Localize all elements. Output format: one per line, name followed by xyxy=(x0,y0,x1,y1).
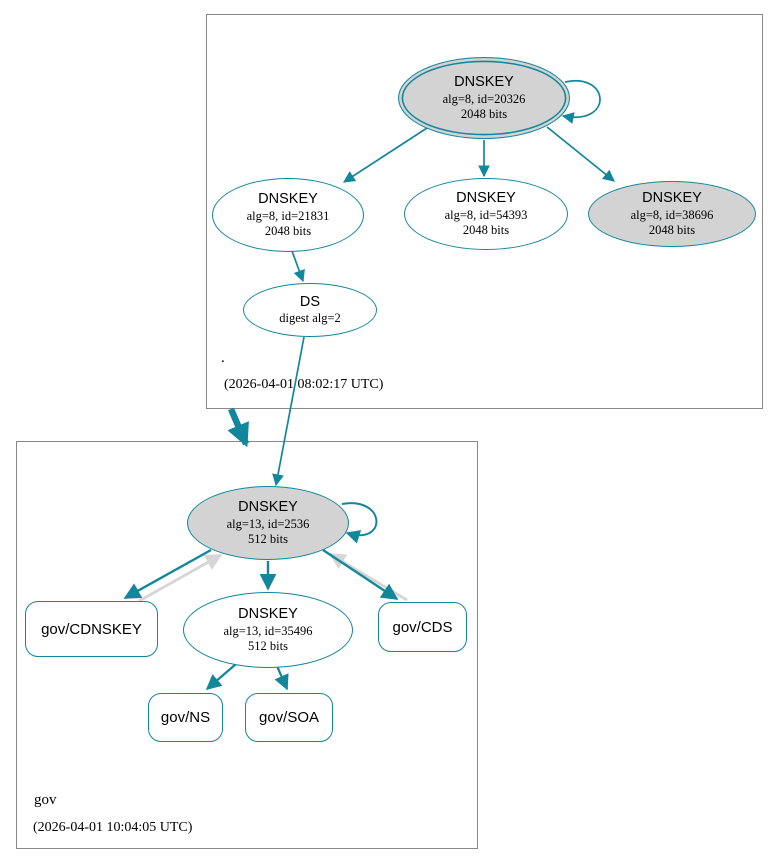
node-title: DS xyxy=(299,293,321,310)
node-detail: digest alg=2 xyxy=(279,311,341,326)
node-title: DNSKEY xyxy=(454,74,514,91)
node-gov-ns[interactable]: gov/NS xyxy=(148,693,223,742)
node-gov-zsk-35496[interactable]: DNSKEY alg=13, id=35496 512 bits xyxy=(183,592,353,668)
node-root-ds[interactable]: DS digest alg=2 xyxy=(243,283,377,337)
node-title: DNSKEY xyxy=(642,190,702,207)
node-size: 2048 bits xyxy=(462,222,510,237)
node-gov-ksk-2536[interactable]: DNSKEY alg=13, id=2536 512 bits xyxy=(187,486,349,560)
node-size: 2048 bits xyxy=(648,222,696,237)
node-title: DNSKEY xyxy=(238,499,298,516)
node-gov-cdnskey[interactable]: gov/CDNSKEY xyxy=(25,601,158,657)
node-size: 512 bits xyxy=(248,531,288,546)
rrset-label: gov/CDNSKEY xyxy=(41,620,142,638)
node-title: DNSKEY xyxy=(238,606,298,623)
node-size: 2048 bits xyxy=(460,106,508,121)
rrset-label: gov/SOA xyxy=(258,709,320,726)
node-title: DNSKEY xyxy=(456,190,516,207)
zone-name-gov: gov xyxy=(34,792,57,808)
node-detail: alg=8, id=21831 xyxy=(246,208,330,223)
edge-delegation-root-to-gov xyxy=(227,407,249,448)
rrset-label: gov/CDS xyxy=(392,618,453,636)
zone-name-root: . xyxy=(221,350,225,366)
node-root-zsk-21831[interactable]: DNSKEY alg=8, id=21831 2048 bits xyxy=(212,178,364,252)
node-title: DNSKEY xyxy=(258,191,318,208)
node-root-ksk-20326[interactable]: DNSKEY alg=8, id=20326 2048 bits xyxy=(398,57,570,139)
node-gov-cds[interactable]: gov/CDS xyxy=(378,602,467,652)
node-root-zsk-38696[interactable]: DNSKEY alg=8, id=38696 2048 bits xyxy=(588,181,756,247)
node-size: 2048 bits xyxy=(264,223,312,238)
zone-timestamp-root: (2026-04-01 08:02:17 UTC) xyxy=(224,377,384,392)
node-detail: alg=13, id=2536 xyxy=(226,516,310,531)
rrset-label: gov/NS xyxy=(160,709,211,726)
node-detail: alg=8, id=38696 xyxy=(630,207,714,222)
node-gov-soa[interactable]: gov/SOA xyxy=(245,693,333,742)
zone-timestamp-gov: (2026-04-01 10:04:05 UTC) xyxy=(33,820,193,835)
node-detail: alg=8, id=20326 xyxy=(442,91,526,106)
node-detail: alg=13, id=35496 xyxy=(223,623,313,638)
node-root-zsk-54393[interactable]: DNSKEY alg=8, id=54393 2048 bits xyxy=(404,178,568,250)
node-detail: alg=8, id=54393 xyxy=(444,207,528,222)
node-size: 512 bits xyxy=(248,638,288,653)
